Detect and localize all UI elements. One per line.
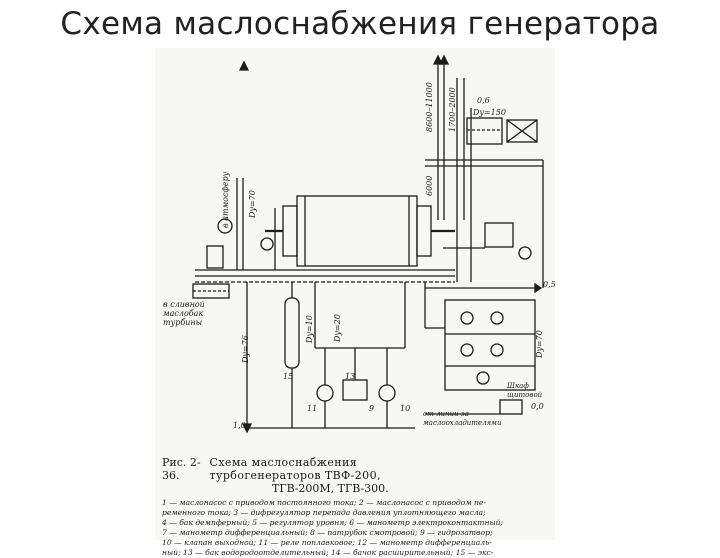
expansion-tank: [466, 117, 503, 145]
gauge-1: [460, 311, 474, 325]
figure-title: Схема маслоснабжения турбогенераторов ТВ…: [209, 456, 381, 482]
figure-caption: Рис. 2-36. Схема маслоснабжения турбоген…: [162, 456, 550, 558]
differential-regulator: [342, 379, 368, 401]
figure-label: Рис. 2-36.: [162, 456, 201, 482]
label-dy150: Dy=150: [473, 108, 506, 117]
label-10: 10: [400, 404, 411, 413]
level-regulator: [484, 222, 514, 248]
legend-line: ный; 13 — бак водородоотделительный; 14 …: [162, 548, 494, 557]
label-size-8600: 8600–11000: [425, 82, 434, 132]
gauge-panel: [444, 299, 536, 391]
oil-supply-diagram: в атмосферу Dy=70 в сливной маслобак тур…: [155, 48, 556, 540]
slide-title: Схема маслоснабжения генератора: [60, 6, 660, 42]
oil-pump-left: [217, 218, 233, 234]
generator-bearing-left: [282, 205, 298, 257]
gauge-left: [260, 237, 274, 251]
label-13: 13: [345, 372, 356, 381]
generator-body: [296, 195, 418, 267]
legend-line: 4 — бак демпферный; 5 — регулятор уровня…: [162, 518, 504, 527]
label-dy20: Dy=20: [333, 314, 342, 342]
label-cabinet: Шкаф щитовой: [507, 382, 543, 399]
regulator-left: [206, 245, 224, 269]
label-dy70-left: Dy=70: [248, 190, 257, 218]
label-size-1700: 1700–2000: [448, 87, 457, 132]
figure-models: ТГВ-200М, ТГВ-300.: [272, 482, 389, 495]
label-dy76: Dy=76: [241, 335, 250, 363]
legend-line: 7 — манометр дифференциальный; 8 — патру…: [162, 528, 493, 537]
gauge-4: [490, 343, 504, 357]
label-drain-tank: в сливной маслобак турбины: [163, 300, 205, 327]
cabinet-box: [499, 399, 523, 415]
label-0-0: 0,0: [531, 402, 544, 411]
gauge-2: [490, 311, 504, 325]
damper-tank: [284, 297, 300, 369]
legend-line: ременного тока; 3 — дифрегулятор перепад…: [162, 508, 486, 517]
label-dy10: Dy=10: [305, 315, 314, 343]
label-15: 15: [283, 372, 294, 381]
oil-pump-1: [316, 384, 334, 402]
label-dy-right: Dy=70: [535, 330, 544, 358]
gauge-5: [476, 371, 490, 385]
diagram-drawing: [192, 54, 544, 434]
oil-pump-2: [378, 384, 396, 402]
label-1-0: 1,0: [233, 421, 246, 430]
caption-heading: Рис. 2-36. Схема маслоснабжения турбоген…: [162, 456, 550, 482]
label-to-atmosphere: в атмосферу: [221, 171, 230, 228]
gauge-3: [460, 343, 474, 357]
legend-line: 1 — маслонасос с приводом постоянного то…: [162, 498, 486, 507]
float-box: [506, 119, 538, 143]
label-9: 9: [369, 404, 375, 413]
generator-bearing-right: [416, 205, 432, 257]
label-size-6000: 6000: [425, 175, 434, 196]
label-0-5: 0,5: [543, 280, 556, 289]
label-11: 11: [307, 404, 318, 413]
figure-legend: 1 — маслонасос с приводом постоянного то…: [162, 498, 550, 558]
gauge-right: [518, 246, 532, 260]
label-from-line: от линии за маслоохладителями: [423, 410, 502, 427]
label-gauge-0-6: 0,6: [477, 96, 490, 105]
